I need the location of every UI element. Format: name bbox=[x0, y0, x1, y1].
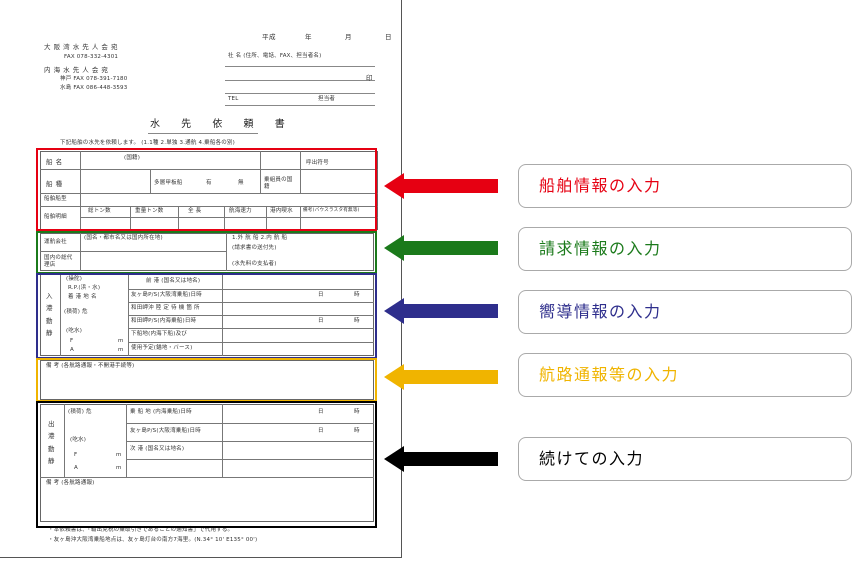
bill-address: (請求書の送付先) bbox=[232, 245, 277, 251]
route-notice-frame bbox=[36, 358, 377, 402]
addressee-naikai: 内 海 水 先 人 会 宛 bbox=[44, 66, 109, 74]
departure-grid bbox=[40, 404, 374, 522]
arrival-fore-m: m bbox=[118, 338, 124, 344]
departure-cargo: (積荷) 危 bbox=[68, 409, 92, 415]
date-month: 月 bbox=[345, 33, 352, 41]
eta-tomogashima-day: 日 bbox=[318, 292, 324, 298]
departure-aft: A bbox=[74, 465, 78, 471]
company-line-2 bbox=[225, 80, 375, 81]
addressee-naikai-mizushima: 水島 FAX 086-448-3593 bbox=[60, 85, 128, 91]
arrival-draft: (吃水) bbox=[66, 328, 83, 334]
spec-gross: 総トン数 bbox=[88, 208, 111, 214]
arrival-section-label: 入港動静 bbox=[46, 292, 53, 338]
spec-remarks: 備考(バウスラスタ有無等) bbox=[303, 208, 360, 213]
pilotage-frame bbox=[36, 273, 377, 359]
arrival-aft: A bbox=[70, 347, 74, 353]
ship-form-label: 船舶船型 bbox=[44, 196, 67, 202]
disembark-point: 下船地(内海下船)及び bbox=[131, 331, 187, 337]
departure-tomogashima-hour: 時 bbox=[354, 428, 360, 434]
departure-embark-hour: 時 bbox=[354, 409, 360, 415]
label-pilotage: 嚮導情報の入力 bbox=[518, 290, 852, 334]
dep-port: 前 港 (国名又は地名) bbox=[146, 278, 201, 284]
date-year: 年 bbox=[305, 33, 312, 41]
departure-section-label: 出港動静 bbox=[48, 420, 55, 466]
rp-line: R.P.(浜・水) bbox=[68, 285, 101, 291]
footer-note-2: ・友ヶ島沖大阪湾乗船地点は、友ヶ島灯台の南方7海里。(N.34° 10' E13… bbox=[48, 537, 258, 543]
departure-tomogashima-day: 日 bbox=[318, 428, 324, 434]
ship-name-label: 船 名 bbox=[46, 158, 63, 166]
eta-wada: 和田岬P/S(内海乗船)日時 bbox=[131, 318, 197, 324]
ship-name-note: (国籍) bbox=[124, 155, 141, 161]
wada-plan: 和田岬沖 陸 定 待 機 箇 所 bbox=[131, 305, 200, 311]
eta-wada-day: 日 bbox=[318, 318, 324, 324]
crew-nationality-label: 乗組員の国籍 bbox=[264, 177, 293, 190]
ship-specs-label: 船舶明細 bbox=[44, 214, 67, 220]
departure-embark: 乗 船 地 (内海乗船)日時 bbox=[130, 409, 192, 415]
billing-frame bbox=[36, 231, 377, 274]
form-title: 水 先 依 頼 書 bbox=[150, 119, 294, 130]
company-label: 社 名 (住所、電話、FAX、担当者名) bbox=[228, 53, 322, 59]
addressee-naikai-kobe: 神戸 FAX 078-391-7180 bbox=[60, 76, 128, 82]
company-seal: 印 bbox=[366, 74, 373, 82]
operator-note: (国名・都市名又は国内所在地) bbox=[84, 235, 163, 241]
tel-label: TEL bbox=[228, 96, 239, 102]
footer-note-1: ・本依頼書は、「輸出免税の乗取引きであることの通知書」で代用する。 bbox=[48, 527, 234, 533]
label-route-notice: 航路通報等の入力 bbox=[518, 353, 852, 397]
spec-speed: 航海速力 bbox=[229, 208, 252, 214]
continue-frame bbox=[36, 401, 377, 528]
berth-plan: 使用予定(錨地・バース) bbox=[131, 345, 193, 351]
arrival-port-name: 着 港 地 名 bbox=[68, 294, 97, 300]
pilot-choice: (操舵) bbox=[66, 276, 83, 282]
addressee-osaka: 大 阪 湾 水 先 人 会 宛 bbox=[44, 43, 118, 51]
label-ship-info: 船舶情報の入力 bbox=[518, 164, 852, 208]
title-underline bbox=[148, 133, 258, 134]
arrival-aft-m: m bbox=[118, 347, 124, 353]
departure-fore-m: m bbox=[116, 452, 122, 458]
company-line-3 bbox=[225, 93, 375, 94]
callsign-label: 呼出符号 bbox=[306, 160, 329, 166]
eta-tomogashima: 友ヶ島P/S(大阪湾乗船)日時 bbox=[131, 292, 202, 298]
departure-draft: (吃水) bbox=[70, 437, 87, 443]
tel-line bbox=[225, 105, 375, 106]
pilot-request-form: 平成 年 月 日 大 阪 湾 水 先 人 会 宛 FAX 078-332-430… bbox=[0, 0, 402, 558]
eta-tomogashima-hour: 時 bbox=[354, 292, 360, 298]
ship-info-frame bbox=[36, 148, 377, 231]
departure-embark-day: 日 bbox=[318, 409, 324, 415]
multideck-no: 無 bbox=[238, 180, 244, 186]
multideck-yes: 有 bbox=[206, 180, 212, 186]
remarks-grid bbox=[40, 360, 374, 400]
company-line-1 bbox=[225, 66, 375, 67]
bill-payer: (水先料の支払者) bbox=[232, 261, 277, 267]
spec-draft: 港内喫水 bbox=[270, 208, 293, 214]
multideck-label: 多層甲板船 bbox=[154, 180, 183, 186]
date-era: 平成 bbox=[262, 33, 276, 41]
addressee-osaka-fax: FAX 078-332-4301 bbox=[64, 54, 119, 60]
arrow-continue bbox=[384, 446, 498, 472]
spec-dwt: 重量トン数 bbox=[135, 208, 164, 214]
arrow-ship-info bbox=[384, 173, 498, 199]
spec-length: 全 長 bbox=[188, 208, 202, 214]
form-intro: 下記船舶の水先を依頼します。 (1.1種 2.単独 3.通航 4.乗船各の別) bbox=[60, 140, 236, 146]
arrival-fore: F bbox=[70, 338, 74, 344]
bill-option: 1.外 航 船 2.内 航 船 bbox=[232, 235, 288, 241]
departure-fore: F bbox=[74, 452, 78, 458]
domestic-agent-label: 国内の総代理店 bbox=[44, 255, 73, 269]
departure-aft-m: m bbox=[116, 465, 122, 471]
label-billing: 請求情報の入力 bbox=[518, 227, 852, 271]
departure-next-port: 次 港 (国名又は地名) bbox=[130, 446, 185, 452]
label-continue: 続けての入力 bbox=[518, 437, 852, 481]
ship-type-label: 船 種 bbox=[46, 180, 63, 188]
date-day: 日 bbox=[385, 33, 392, 41]
departure-tomogashima: 友ヶ島P/S(大阪湾乗船)日時 bbox=[130, 428, 201, 434]
arrow-billing bbox=[384, 235, 498, 261]
billing-grid bbox=[40, 233, 374, 271]
departure-remarks: 備 考 (各航路通報) bbox=[46, 480, 95, 486]
arrival-cargo: (積荷) 危 bbox=[64, 309, 88, 315]
arrow-pilotage bbox=[384, 298, 498, 324]
eta-wada-hour: 時 bbox=[354, 318, 360, 324]
remarks-label: 備 考 (各航路通報・不開港手続等) bbox=[46, 363, 135, 369]
arrow-route-notice bbox=[384, 364, 498, 390]
person-label: 担当者 bbox=[318, 96, 336, 102]
operator-label: 運航会社 bbox=[44, 239, 67, 245]
